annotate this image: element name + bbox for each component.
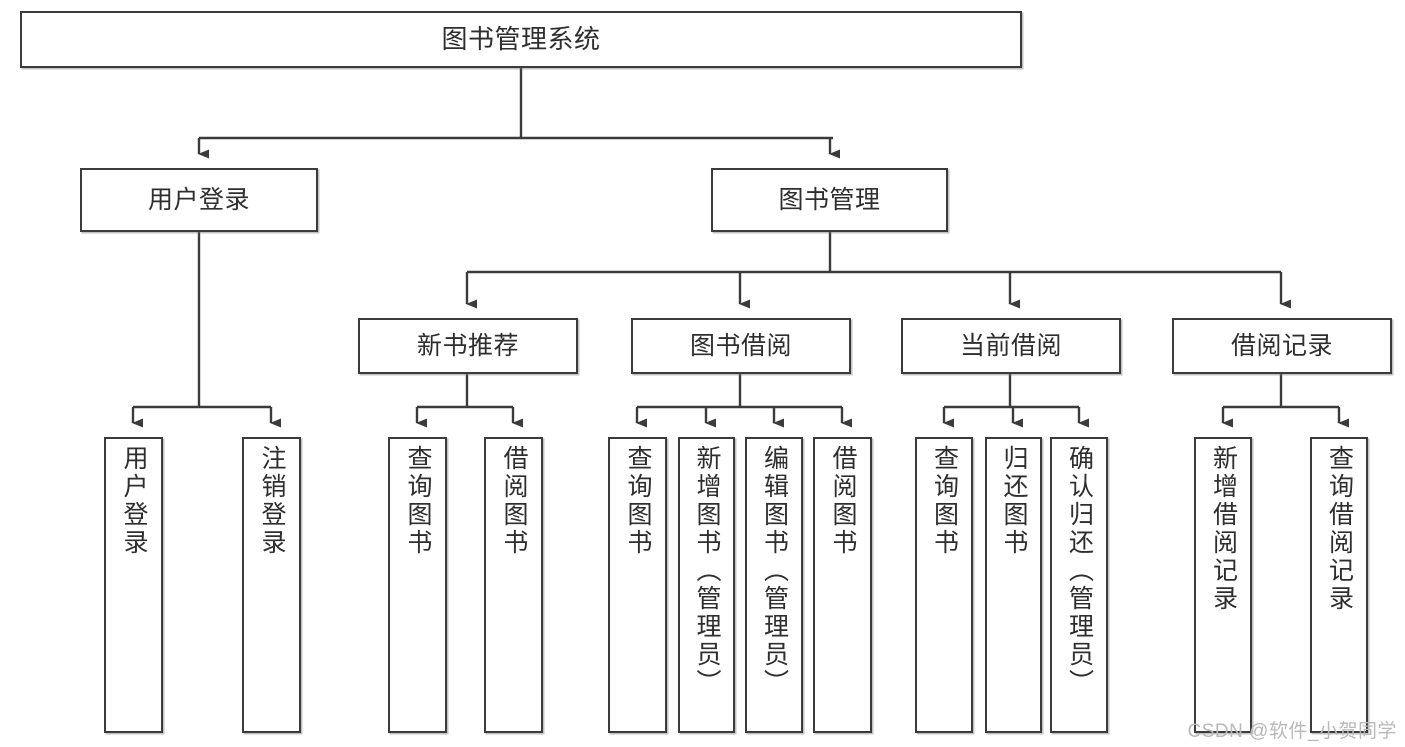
leaf-add-record[interactable]: 新增借阅记录 [1194,437,1252,733]
leaf-return-book[interactable]: 归还图书 [985,437,1042,733]
leaf-confirm-return[interactable]: 确认归还（管理员） [1050,437,1108,733]
leaf-user-login[interactable]: 用户登录 [104,437,163,733]
node-root-label: 图书管理系统 [441,23,601,54]
leaf-user-login-label: 用户登录 [120,445,148,557]
csdn-watermark: CSDN @软件_小贺同学 [1187,721,1397,742]
leaf-edit-book[interactable]: 编辑图书（管理员） [745,437,803,733]
leaf-borrow-book-1-label: 借阅图书 [500,445,528,557]
node-new-book-rec[interactable]: 新书推荐 [358,318,578,374]
leaf-add-book[interactable]: 新增图书（管理员） [678,437,735,733]
leaf-logout-label: 注销登录 [258,445,286,557]
node-book-borrow[interactable]: 图书借阅 [631,318,851,374]
node-root[interactable]: 图书管理系统 [20,11,1022,68]
leaf-add-book-label: 新增图书（管理员） [693,445,721,697]
leaf-confirm-return-label: 确认归还（管理员） [1065,445,1094,697]
leaf-logout[interactable]: 注销登录 [242,437,301,733]
leaf-query-record[interactable]: 查询借阅记录 [1310,437,1368,733]
leaf-return-book-label: 归还图书 [1000,445,1028,557]
leaf-add-record-label: 新增借阅记录 [1209,445,1238,613]
leaf-edit-book-label: 编辑图书（管理员） [760,445,789,697]
leaf-query-book-2-label: 查询图书 [624,445,652,557]
leaf-query-book-1-label: 查询图书 [404,445,432,557]
node-new-book-rec-label: 新书推荐 [416,332,519,360]
leaf-borrow-book-1[interactable]: 借阅图书 [484,437,543,733]
node-user-login[interactable]: 用户登录 [80,168,318,232]
leaf-borrow-book-2[interactable]: 借阅图书 [813,437,872,733]
leaf-borrow-book-2-label: 借阅图书 [829,445,857,557]
leaf-query-book-3-label: 查询图书 [930,445,959,557]
node-borrow-record[interactable]: 借阅记录 [1172,318,1392,374]
node-user-login-label: 用户登录 [147,186,250,214]
node-current-borrow[interactable]: 当前借阅 [901,318,1121,374]
leaf-query-book-3[interactable]: 查询图书 [915,437,973,733]
node-current-borrow-label: 当前借阅 [959,332,1062,360]
node-book-manage[interactable]: 图书管理 [711,168,948,232]
leaf-query-book-1[interactable]: 查询图书 [388,437,447,733]
leaf-query-record-label: 查询借阅记录 [1325,445,1354,613]
node-book-manage-label: 图书管理 [778,186,881,214]
node-borrow-record-label: 借阅记录 [1230,332,1333,360]
leaf-query-book-2[interactable]: 查询图书 [608,437,667,733]
node-book-borrow-label: 图书借阅 [689,332,792,360]
